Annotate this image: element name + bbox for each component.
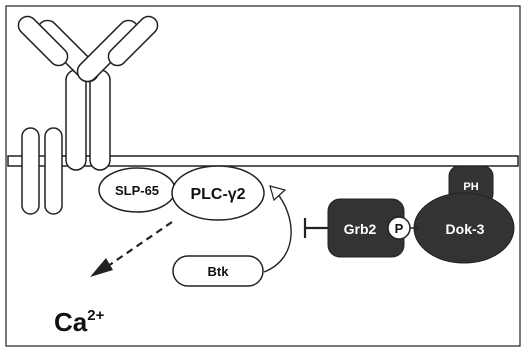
calcium-label: Ca2+ (54, 307, 105, 337)
grb2-label: Grb2 (344, 221, 377, 237)
plasma-membrane (7, 155, 519, 167)
bcr-arm-left-outer (17, 15, 69, 67)
btk-label: Btk (208, 264, 230, 279)
phospho-site: P (387, 216, 411, 240)
calcium-flux-arrowhead (90, 258, 113, 277)
b-cell-receptor (17, 15, 159, 171)
calcium-superscript-text: 2+ (87, 307, 104, 324)
plc-gamma2-label: PLC-γ2 (190, 186, 245, 203)
calcium-base-text: Ca (54, 307, 88, 337)
plc-gamma2-node: PLC-γ2 (171, 165, 265, 221)
btk-to-plc-arrow (263, 191, 292, 273)
ig-alpha-beta (21, 127, 63, 215)
ig-alpha-chain (21, 127, 40, 215)
dok3-node: PH Dok-3 (413, 165, 515, 264)
bcr-stem-right (89, 69, 111, 171)
bcr-stem-left (65, 69, 87, 171)
slp65-label: SLP-65 (115, 183, 159, 198)
grb2-node: Grb2 (327, 198, 405, 258)
bcr-arm-right-outer (107, 15, 159, 67)
dok3-label: Dok-3 (446, 221, 485, 237)
btk-node: Btk (172, 255, 264, 287)
phospho-circle (387, 216, 411, 240)
ph-domain-label: PH (463, 181, 478, 193)
ig-beta-chain (44, 127, 63, 215)
plc-gamma2-shape (171, 165, 265, 221)
btk-shape (172, 255, 264, 287)
phospho-label: P (395, 221, 404, 236)
btk-to-plc-arrowhead (269, 185, 287, 202)
slp65-node: SLP-65 (98, 167, 176, 213)
inhibition-symbol (303, 218, 328, 238)
calcium-flux-arrow (107, 221, 173, 267)
